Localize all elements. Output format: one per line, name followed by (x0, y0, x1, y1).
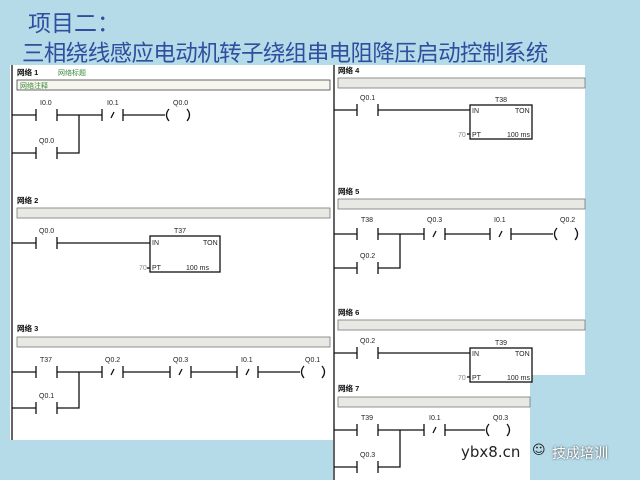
network-header: 网络 6 (338, 307, 359, 317)
network-5: 网络 5 T38 Q0.3 I0.1 Q0.2 Q0.2 (334, 186, 586, 275)
contact-label: T37 (40, 357, 52, 364)
watermark-site: ybx8.cn (461, 443, 521, 461)
timer-type: TON (203, 240, 218, 247)
network-comment: 网络注释 (20, 81, 48, 90)
network-header: 网络 2 (17, 195, 38, 205)
timer-in: IN (472, 108, 479, 115)
network-2: 网络 2 Q0.0 T37 IN TON 70 PT 100 ms (12, 195, 331, 273)
timer-pt: PT (472, 375, 482, 382)
network-3: 网络 3 T37 Q0.2 Q0.3 I0.1 Q0.1 Q0.1 (12, 323, 331, 415)
network-comment-bar[interactable] (337, 198, 586, 210)
coil-label: Q0.2 (560, 217, 575, 224)
network-title[interactable]: 网络标题 (58, 68, 86, 77)
contact-label: Q0.1 (39, 393, 54, 400)
contact-label: Q0.0 (39, 228, 54, 235)
network-6: 网络 6 Q0.2 T39 IN TON 70 PT 100 ms (334, 307, 586, 383)
network-comment-bar[interactable] (337, 77, 586, 89)
contact-label: Q0.2 (360, 253, 375, 260)
contact-label: T38 (361, 217, 373, 224)
contact-label: Q0.3 (173, 357, 188, 364)
network-comment-bar[interactable] (337, 319, 586, 331)
coil-label: Q0.3 (493, 415, 508, 422)
coil-label: Q0.1 (305, 357, 320, 364)
contact-label: T39 (361, 415, 373, 422)
timer-type: TON (515, 351, 530, 358)
contact-label: Q0.1 (360, 95, 375, 102)
watermark-brand: 技成培训 (552, 446, 608, 462)
contact-label: I0.1 (429, 415, 441, 422)
timer-preset: 70 (458, 132, 466, 139)
contact-label: Q0.2 (105, 357, 120, 364)
timer-preset: 70 (139, 265, 147, 272)
contact-label: Q0.2 (360, 338, 375, 345)
right-panel-lower (333, 375, 530, 480)
network-comment-bar[interactable] (337, 396, 531, 408)
contact-label: Q0.3 (427, 217, 442, 224)
network-comment-bar[interactable] (16, 336, 331, 348)
timer-block[interactable] (469, 347, 533, 383)
network-7: 网络 7 T39 I0.1 Q0.3 Q0.3 (334, 383, 531, 474)
network-header: 网络 5 (338, 186, 359, 196)
network-header: 网络 4 (338, 65, 360, 75)
timer-base: 100 ms (507, 132, 530, 139)
network-4: 网络 4 Q0.1 T38 IN TON 70 PT 100 ms (334, 65, 586, 140)
timer-type: TON (515, 108, 530, 115)
contact-label: I0.1 (107, 100, 119, 107)
timer-label: T39 (495, 340, 507, 347)
slide-title: 项目二： (28, 11, 120, 37)
timer-pt: PT (152, 265, 162, 272)
network-1: 网络 1 网络标题 网络注释 I0.0 I0.1 Q0.0 Q0.0 (12, 67, 331, 160)
timer-label: T37 (174, 228, 186, 235)
contact-label: I0.1 (494, 217, 506, 224)
contact-label: I0.1 (241, 357, 253, 364)
watermark-icon: ☺ (532, 443, 546, 458)
network-comment-bar[interactable] (16, 207, 331, 219)
timer-block[interactable] (149, 235, 221, 273)
network-header: 网络 7 (338, 383, 359, 393)
contact-label: Q0.3 (360, 452, 375, 459)
timer-base: 100 ms (507, 375, 530, 382)
timer-base: 100 ms (186, 265, 209, 272)
timer-pt: PT (472, 132, 482, 139)
timer-block[interactable] (469, 104, 533, 140)
coil-label: Q0.0 (173, 100, 188, 107)
contact-label: Q0.0 (39, 138, 54, 145)
network-header: 网络 3 (17, 323, 38, 333)
slide-subtitle: 三相绕线感应电动机转子绕组串电阻降压启动控制系统 (22, 41, 548, 67)
timer-label: T38 (495, 97, 507, 104)
contact-label: I0.0 (40, 100, 52, 107)
timer-in: IN (152, 240, 159, 247)
timer-preset: 70 (458, 375, 466, 382)
timer-in: IN (472, 351, 479, 358)
network-header: 网络 1 (17, 67, 38, 77)
network-comment-bar[interactable] (16, 79, 331, 91)
